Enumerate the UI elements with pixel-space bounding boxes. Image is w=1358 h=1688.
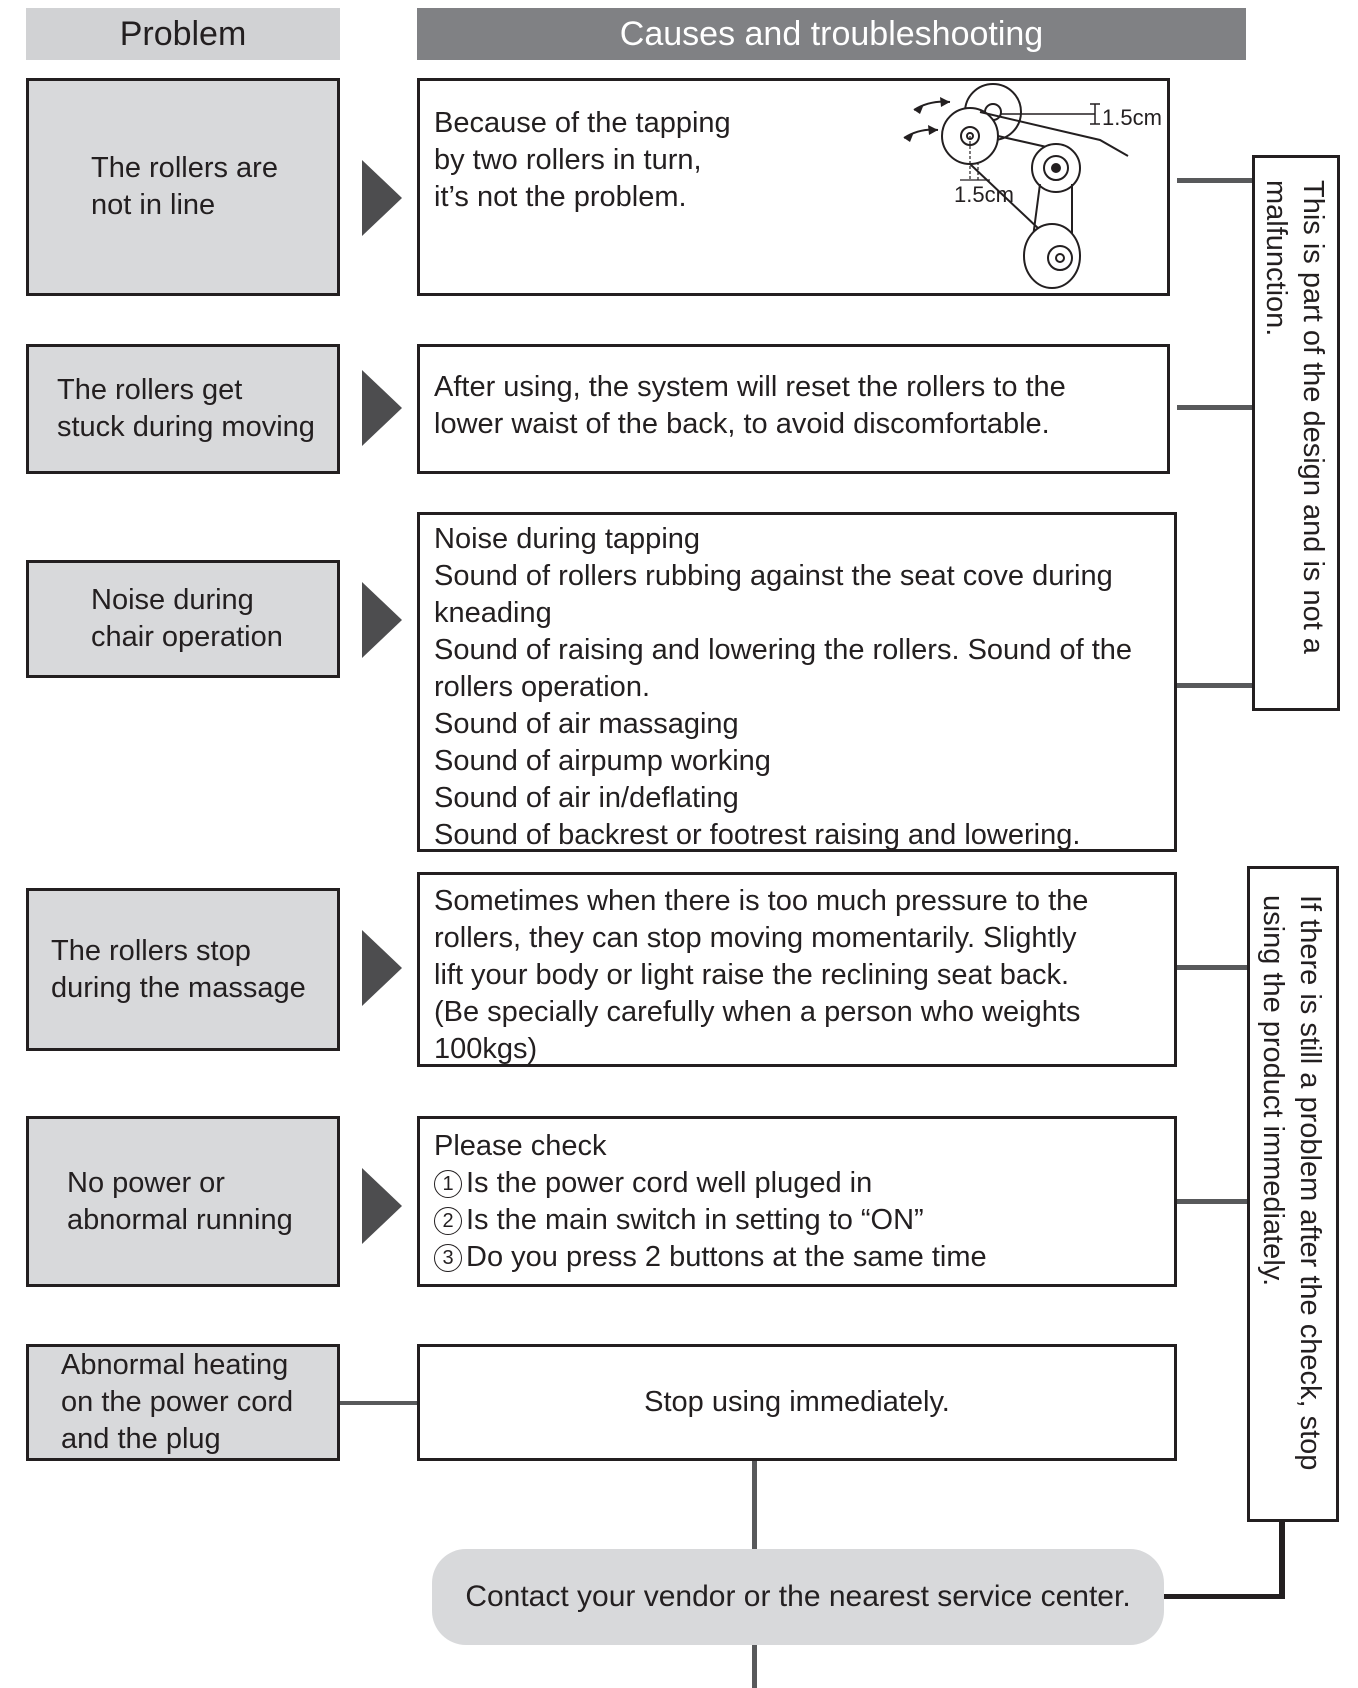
cause-line: Noise during tapping <box>434 523 701 555</box>
arrow-right-icon <box>362 1168 402 1244</box>
cause-line: Sound of rollers rubbing against the sea… <box>434 560 1113 592</box>
cause-line: Please check <box>434 1130 607 1162</box>
connector-line <box>1279 1522 1285 1599</box>
cause-line: 100kgs) <box>434 1033 538 1065</box>
dimension-label: 1.5cm <box>1102 105 1162 130</box>
side-note-design-text: This is part of the design and is not a … <box>1260 180 1329 654</box>
cause-line: Sound of raising and lowering the roller… <box>434 634 1133 666</box>
arrow-right-icon <box>362 930 402 1006</box>
cause-line: lift your body or light raise the reclin… <box>434 959 1070 991</box>
problem-box-rollers-not-in-line: The rollers are not in line <box>26 78 340 296</box>
connector-line <box>1177 1199 1247 1204</box>
cause-box-rollers-stuck: After using, the system will reset the r… <box>417 344 1170 474</box>
cause-line: rollers operation. <box>434 671 650 703</box>
problem-box-rollers-stop: The rollers stop during the massage <box>26 888 340 1051</box>
roller-diagram: 1.5cm 1.5cm <box>903 83 1162 289</box>
dimension-label: 1.5cm <box>954 182 1014 207</box>
connector-line <box>1177 405 1252 410</box>
connector-line <box>1177 178 1252 183</box>
arrow-right-icon <box>362 160 402 236</box>
cause-line: by two rollers in turn, <box>434 144 702 176</box>
connector-line <box>340 1401 417 1405</box>
cause-box-rollers-stop: Sometimes when there is too much pressur… <box>417 872 1177 1067</box>
problem-box-no-power: No power or abnormal running <box>26 1116 340 1287</box>
problem-box-abnormal-heating: Abnormal heating on the power cord and t… <box>26 1344 340 1461</box>
cause-line: After using, the system will reset the r… <box>434 371 1066 403</box>
cause-line: Sometimes when there is too much pressur… <box>434 885 1089 917</box>
cause-line: Because of the tapping <box>434 107 731 139</box>
check-text: Do you press 2 buttons at the same time <box>466 1241 987 1273</box>
problem-box-noise: Noise during chair operation <box>26 560 340 678</box>
cause-line: it’s not the problem. <box>434 181 687 213</box>
circled-number: 2 <box>434 1207 462 1235</box>
cause-line: rollers, they can stop moving momentaril… <box>434 922 1077 954</box>
cause-line: Sound of backrest or footrest raising an… <box>434 819 1081 851</box>
problem-column-header: Problem <box>26 8 340 60</box>
circled-number: 1 <box>434 1170 462 1198</box>
connector-line <box>1177 965 1247 970</box>
side-note-still-problem-text: If there is still a problem after the ch… <box>1257 895 1326 1471</box>
cause-line: kneading <box>434 597 552 629</box>
arrow-right-icon <box>362 370 402 446</box>
problem-box-rollers-stuck: The rollers get stuck during moving <box>26 344 340 474</box>
cause-line: Sound of air in/deflating <box>434 782 739 814</box>
connector-line <box>1177 683 1252 688</box>
cause-line: Sound of air massaging <box>434 708 739 740</box>
side-note-still-problem: If there is still a problem after the ch… <box>1247 866 1339 1522</box>
connector-line <box>752 1461 757 1549</box>
cause-line: lower waist of the back, to avoid discom… <box>434 408 1050 440</box>
causes-column-header: Causes and troubleshooting <box>417 8 1246 60</box>
cause-box-noise: Noise during tapping Sound of rollers ru… <box>417 512 1177 852</box>
cause-box-abnormal-heating: Stop using immediately. <box>417 1344 1177 1461</box>
arrow-right-icon <box>362 582 402 658</box>
side-note-design: This is part of the design and is not a … <box>1252 155 1340 711</box>
cause-line: (Be specially carefully when a person wh… <box>434 996 1081 1028</box>
cause-line: Sound of airpump working <box>434 745 771 777</box>
circled-number: 3 <box>434 1244 462 1272</box>
cause-line: Stop using immediately. <box>644 1386 950 1418</box>
connector-line <box>752 1645 757 1688</box>
check-text: Is the main switch in setting to “ON” <box>466 1204 924 1236</box>
check-text: Is the power cord well pluged in <box>466 1167 873 1199</box>
contact-vendor-box: Contact your vendor or the nearest servi… <box>432 1549 1164 1645</box>
connector-line <box>1164 1594 1284 1599</box>
